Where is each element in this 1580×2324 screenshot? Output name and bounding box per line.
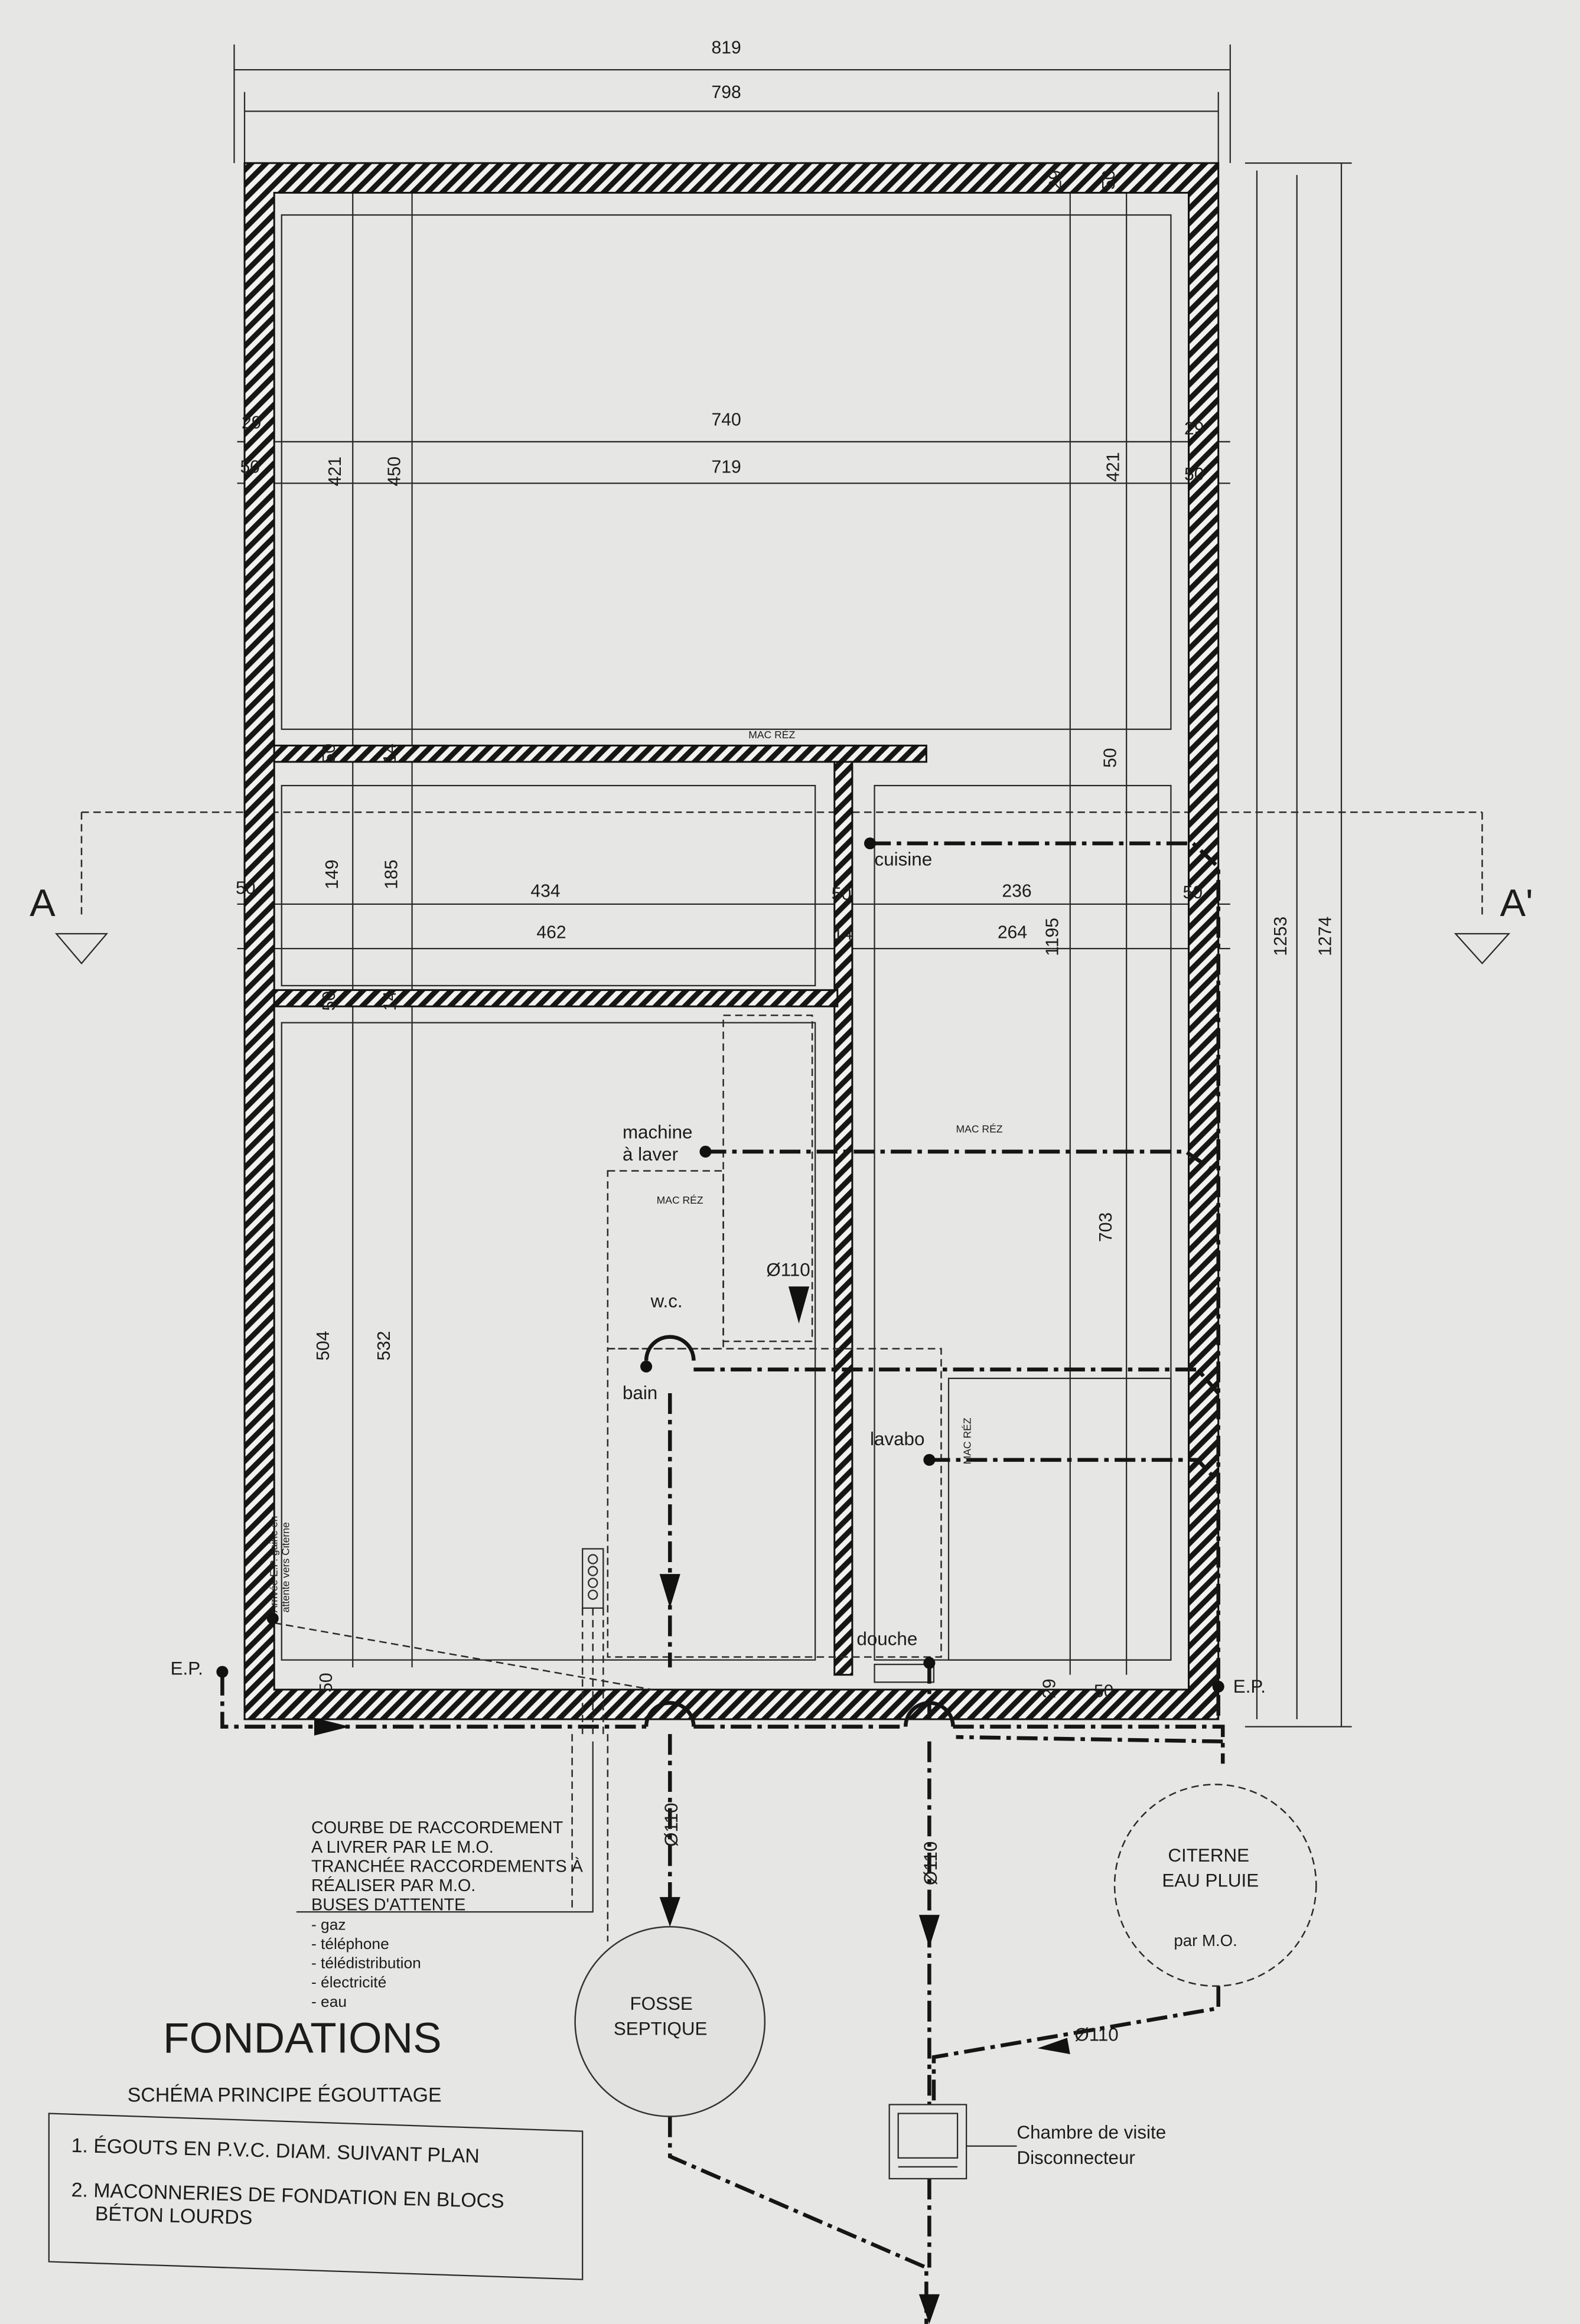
connection-note: COURBE DE RACCORDEMENT A LIVRER PAR LE M…: [311, 1818, 584, 2010]
septic-tank: FOSSE SEPTIQUE: [574, 1926, 766, 2117]
dim-label: 462: [536, 923, 566, 943]
plan-subtitle: SCHÉMA PRINCIPE ÉGOUTTAGE: [128, 2084, 442, 2106]
dim-label: 421: [1104, 452, 1123, 481]
dim-label: 421: [325, 457, 345, 486]
tank-label: EAU PLUIE: [1162, 1870, 1259, 1891]
dim-label: 14: [380, 991, 400, 1011]
service-item: - télédistribution: [311, 1954, 421, 1972]
dim-label: 504: [314, 1331, 333, 1361]
dim-label: 719: [712, 458, 741, 477]
dim-label: 264: [998, 923, 1027, 943]
dim-label: 29: [1184, 419, 1204, 438]
note-line: COURBE DE RACCORDEMENT: [311, 1818, 563, 1837]
flow-arrow-icon: [314, 1286, 1070, 2324]
dim-label: 50: [1094, 1681, 1114, 1701]
section-label-left: A: [30, 881, 56, 924]
label-pipe-diameter: Ø110: [1074, 2025, 1118, 2045]
label-cuisine: cuisine: [875, 849, 933, 870]
label-pipe-diameter: Ø110: [920, 1841, 941, 1885]
note-line: A LIVRER PAR LE M.O.: [311, 1838, 494, 1857]
dim-label: 14: [833, 924, 853, 944]
label-machine-2: à laver: [623, 1144, 678, 1165]
dim-label: 50: [1101, 748, 1120, 768]
label-wc: w.c.: [650, 1290, 683, 1311]
dim-label: 1274: [1315, 917, 1335, 956]
dim-label: 50: [320, 991, 339, 1011]
label-bain: bain: [623, 1383, 657, 1403]
section-line: A A': [30, 811, 1533, 964]
dim-label: 236: [1002, 881, 1031, 901]
dim-label: 434: [530, 881, 560, 901]
septic-label: FOSSE: [630, 1993, 692, 2014]
dim-label: 1195: [1043, 918, 1063, 956]
service-item: - téléphone: [311, 1935, 389, 1953]
label-mac-rez: MAC RÉZ: [956, 1123, 1003, 1135]
plan-title: FONDATIONS: [163, 2015, 442, 2062]
chamber-label: Chambre de visite: [1017, 2122, 1166, 2143]
dim-label: 50: [1182, 883, 1203, 902]
dim-label: 29: [1046, 170, 1066, 190]
chamber-label: Disconnecteur: [1017, 2147, 1135, 2168]
dim-label: 50: [240, 458, 260, 477]
dim-label: 149: [322, 860, 342, 889]
dim-label: 50: [1099, 170, 1119, 190]
tank-label: CITERNE: [1168, 1845, 1249, 1866]
dim-label: 740: [712, 410, 741, 429]
dim-label: 50: [1184, 465, 1204, 484]
label-machine: machine: [623, 1122, 693, 1142]
ep-arrival-note: Arrivée E.P. gaine en: [268, 1516, 279, 1613]
dimension-lines: [233, 44, 1352, 1727]
service-conduits: [296, 1548, 609, 1942]
ep-arrival-note: attente vers Citerne: [279, 1522, 291, 1612]
dim-label: 798: [712, 83, 741, 102]
label-douche: douche: [856, 1629, 917, 1650]
room-labels: cuisine machine à laver w.c. bain lavabo…: [171, 729, 1266, 2045]
dim-label: 1253: [1271, 917, 1291, 956]
note-line: TRANCHÉE RACCORDEMENTS À: [311, 1856, 584, 1876]
tank-label: par M.O.: [1174, 1931, 1237, 1950]
fixture-dot-icon: [216, 837, 1224, 1693]
service-item: - eau: [311, 1993, 347, 2010]
dim-label: 50: [317, 1673, 336, 1693]
note-line: RÉALISER PAR M.O.: [311, 1876, 475, 1895]
septic-label: SEPTIQUE: [614, 2019, 708, 2039]
label-ep-right: E.P.: [1233, 1676, 1266, 1697]
dim-label: 29: [242, 413, 262, 432]
note-line: BUSES D'ATTENTE: [311, 1896, 465, 1915]
label-lavabo: lavabo: [870, 1429, 924, 1449]
dim-label: 185: [382, 860, 402, 889]
dim-label: 29: [1040, 1678, 1060, 1698]
label-mac-rez: MAC RÉZ: [657, 1194, 703, 1206]
label-mac-rez: MAC RÉZ: [748, 729, 795, 741]
dim-label: 450: [385, 457, 405, 486]
dim-label: 819: [712, 38, 741, 57]
dim-label: 50: [236, 878, 256, 898]
dim-label: 532: [374, 1331, 394, 1361]
service-item: - électricité: [311, 1973, 386, 1991]
footing-outlines: [281, 214, 1172, 1683]
dim-label: 50: [832, 884, 852, 904]
dim-label: 14: [380, 744, 400, 764]
label-pipe-diameter: Ø110: [661, 1803, 682, 1846]
drainage-network: [216, 837, 1225, 2324]
dimension-labels: 819 798 740 719 29 50 29 50 421 450 421 …: [236, 38, 1335, 1701]
label-pipe-diameter: Ø110: [766, 1260, 810, 1280]
dim-label: 50: [320, 744, 339, 764]
service-item: - gaz: [311, 1915, 346, 1933]
dim-label: 703: [1096, 1212, 1116, 1242]
title-block: FONDATIONS SCHÉMA PRINCIPE ÉGOUTTAGE 1. …: [48, 2015, 584, 2280]
note-2b: BÉTON LOURDS: [95, 2202, 252, 2229]
section-label-right: A': [1500, 881, 1533, 924]
walls: [243, 162, 1220, 1720]
label-mac-rez: MAC RÉZ: [962, 1417, 973, 1464]
inspection-chamber: Chambre de visite Disconnecteur: [888, 2104, 1166, 2180]
rainwater-tank: CITERNE EAU PLUIE par M.O.: [1113, 1784, 1317, 1987]
label-ep-left: E.P.: [171, 1658, 203, 1679]
